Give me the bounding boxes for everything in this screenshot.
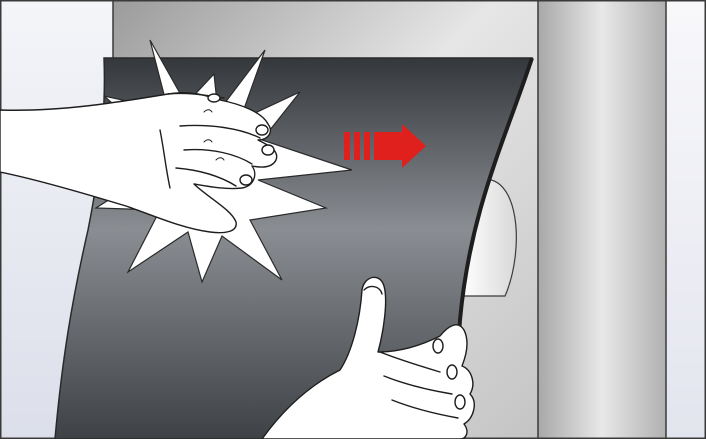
pillar — [538, 0, 666, 439]
right-wall — [666, 0, 706, 439]
